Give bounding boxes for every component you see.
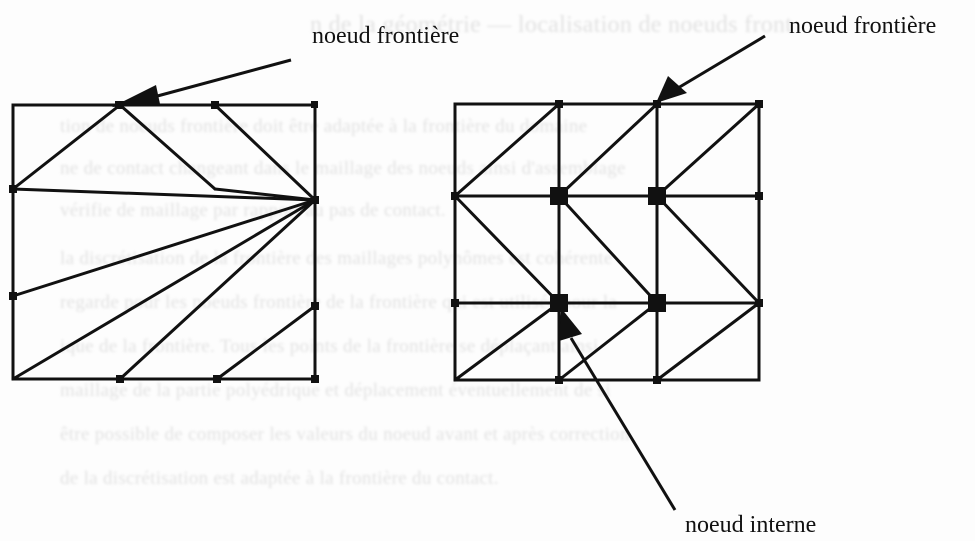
label-internal-node: noeud interne [685,512,817,538]
boundary-node [451,192,459,200]
boundary-node [116,375,124,383]
boundary-node [555,376,563,384]
mesh-edge [213,187,317,202]
left-mesh-border [11,103,317,381]
mesh-edge [557,102,659,198]
background-text-line: n de la géométrie — localisation de noeu… [310,12,793,38]
label-right-boundary-node: noeud frontière [789,13,937,39]
mesh-edge [453,194,561,305]
internal-node [550,187,568,205]
boundary-node [9,292,17,300]
pointer-line [149,58,292,100]
boundary-node [755,100,763,108]
left-boundary-pointer [112,58,292,107]
mesh-edge [453,301,561,382]
mesh-edge [215,304,317,381]
label-left-boundary-node: noeud frontière [312,23,460,49]
background-text-line: maillage de la partie polyédrique et dép… [60,380,611,401]
internal-node [648,187,666,205]
mesh-edge [655,301,761,382]
boundary-node [311,196,319,204]
boundary-node [755,299,763,307]
arrow-head-icon [112,85,160,107]
boundary-node [311,101,318,108]
boundary-node [653,376,661,384]
boundary-node [555,100,563,108]
boundary-node [755,192,763,200]
boundary-node [451,299,459,307]
left-mesh [9,101,319,383]
mesh-edge [11,103,122,191]
boundary-node [9,185,17,193]
mesh-edge [11,198,317,381]
pointer-line [569,337,677,511]
arrow-head-icon [559,308,582,341]
internal-node-pointer [559,308,677,511]
mesh-edge [118,103,217,191]
background-text-line: vérifie de maillage par rapport au pas d… [60,200,446,221]
mesh-edge [557,301,659,382]
mesh-edge [118,198,317,381]
pointer-line [677,34,766,90]
mesh-edge [655,102,761,198]
mesh-edge [453,102,561,198]
background-text-line: être possible de composer les valeurs du… [60,424,630,445]
right-boundary-pointer [656,34,766,103]
boundary-node [311,375,319,383]
internal-node [550,294,568,312]
boundary-node [653,100,661,108]
mesh-edge [213,103,317,202]
boundary-node [213,375,221,383]
background-text-line: ique de la frontière. Tous les points de… [60,336,599,357]
background-text-line: de la discrétisation est adaptée à la fr… [60,468,499,489]
boundary-node [211,101,219,109]
right-mesh [451,100,763,384]
right-mesh-border [453,102,761,382]
background-text-line: ne de contact changeant dans le maillage… [60,158,626,179]
internal-node [648,294,666,312]
boundary-node [311,302,319,310]
mesh-edge [11,187,317,202]
background-text-line: la discrétisation de la frontière des ma… [60,248,613,269]
mesh-edge [655,194,761,305]
mesh-edge [557,194,659,305]
arrow-head-icon [656,76,687,103]
mesh-edge [11,198,317,298]
